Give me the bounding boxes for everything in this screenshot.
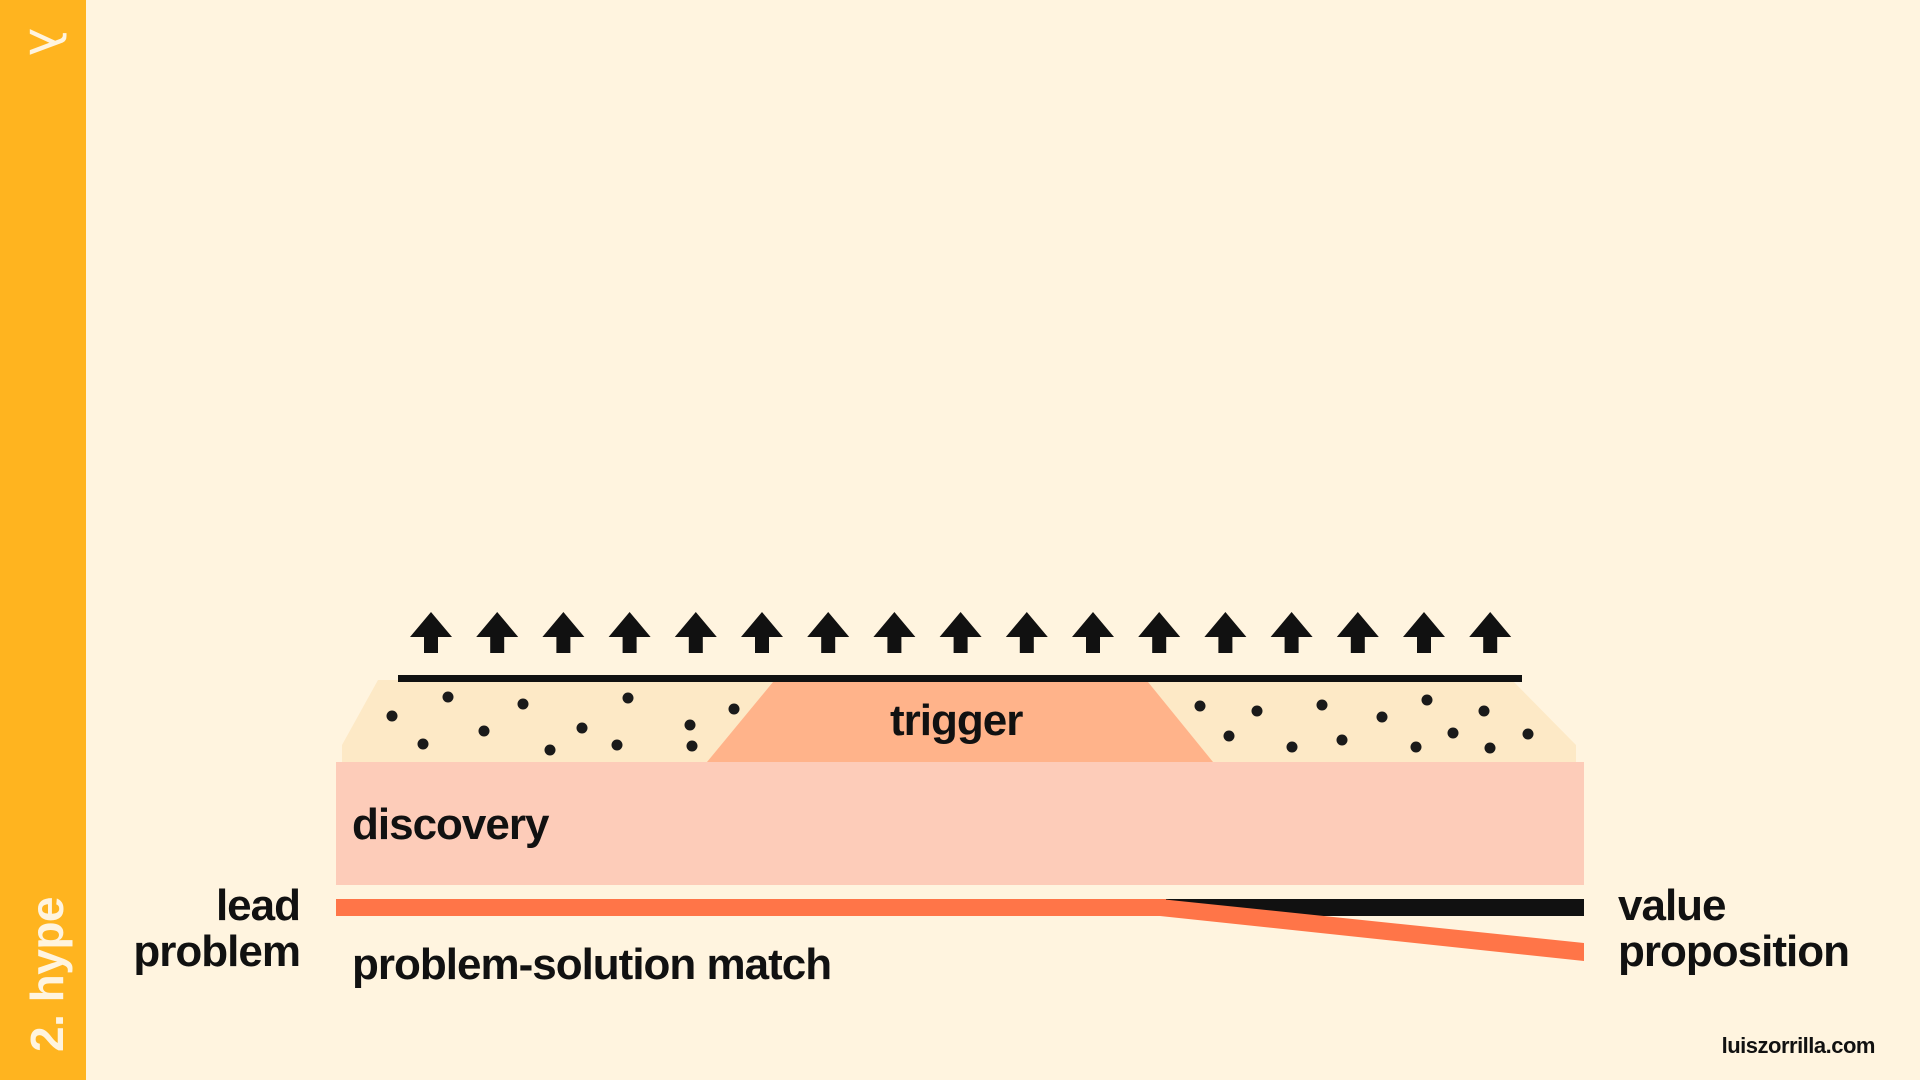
arrow-up-icon bbox=[807, 612, 850, 653]
sand-dot bbox=[1522, 728, 1534, 740]
sand-dot bbox=[1194, 700, 1206, 712]
sand-dot bbox=[478, 725, 490, 737]
sand-dot bbox=[1336, 734, 1348, 746]
problem-solution-match-label: problem-solution match bbox=[352, 940, 832, 989]
problem-line bbox=[336, 899, 1166, 916]
sand-dot bbox=[442, 691, 454, 703]
diverging-line bbox=[1160, 899, 1584, 961]
sand-dot bbox=[686, 740, 698, 752]
arrow-up-icon bbox=[1204, 612, 1247, 653]
trigger-label: trigger bbox=[890, 696, 1023, 745]
sand-dot bbox=[1316, 699, 1328, 711]
arrow-up-icon bbox=[1336, 612, 1379, 653]
arrow-up-icon bbox=[1072, 612, 1114, 653]
lead-problem-line1: lead bbox=[215, 881, 301, 930]
arrow-up-icon bbox=[476, 612, 519, 653]
top-bar bbox=[398, 675, 1522, 682]
sand-dot bbox=[1484, 742, 1496, 754]
value-prop-line2: proposition bbox=[1618, 927, 1850, 976]
lead-problem-line2: problem bbox=[133, 927, 301, 976]
sand-dot bbox=[684, 719, 696, 731]
arrow-up-icon bbox=[1005, 612, 1048, 653]
upward-arrows bbox=[410, 612, 1512, 653]
arrow-up-icon bbox=[542, 612, 585, 653]
trigger-shape bbox=[707, 682, 1213, 762]
sand-dot bbox=[1223, 730, 1235, 742]
sand-dot bbox=[386, 710, 398, 722]
arrow-up-icon bbox=[608, 612, 651, 653]
footer-site: luiszorrilla.com bbox=[1721, 1033, 1876, 1058]
sand-dot bbox=[611, 739, 623, 751]
sand-dot bbox=[576, 722, 588, 734]
sand-dot bbox=[517, 698, 529, 710]
sand-dot bbox=[622, 692, 634, 704]
sand-dot bbox=[1376, 711, 1388, 723]
sand-dot bbox=[417, 738, 429, 750]
sand-dot bbox=[1286, 741, 1298, 753]
arrow-up-icon bbox=[939, 612, 982, 653]
sand-dot bbox=[1421, 694, 1433, 706]
arrow-up-icon bbox=[410, 612, 452, 653]
sand-dot bbox=[1251, 705, 1263, 717]
sand-dot bbox=[1447, 727, 1459, 739]
discovery-block bbox=[336, 762, 1584, 885]
sand-dot bbox=[1410, 741, 1422, 753]
arrow-up-icon bbox=[873, 612, 916, 653]
arrow-up-icon bbox=[674, 612, 717, 653]
arrow-up-icon bbox=[1403, 612, 1445, 653]
sand-dot bbox=[544, 744, 556, 756]
arrow-up-icon bbox=[1270, 612, 1313, 653]
arrow-up-icon bbox=[1138, 612, 1181, 653]
sand-dots bbox=[386, 691, 1534, 756]
arrow-up-icon bbox=[741, 612, 783, 653]
sand-dot bbox=[728, 703, 740, 715]
discovery-label: discovery bbox=[352, 800, 549, 849]
value-prop-line1: value bbox=[1618, 881, 1727, 930]
arrow-up-icon bbox=[1469, 612, 1512, 653]
sand-dot bbox=[1478, 705, 1490, 717]
sidebar: λ 2. hype bbox=[0, 0, 86, 1080]
